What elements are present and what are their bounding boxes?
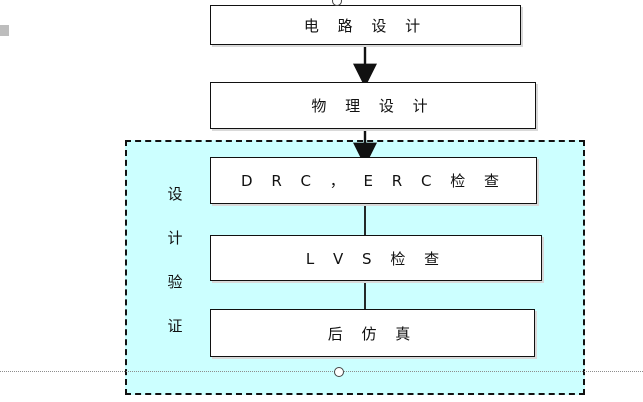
lvs-check-node: L V S 检 查 [210,235,542,281]
verification-label-char-4: 证 [167,317,183,335]
left-margin-marker [0,25,9,36]
page-guide-line [0,371,643,372]
verification-label-char-1: 设 [167,185,183,203]
verification-label-char-2: 计 [167,229,183,247]
drc-erc-check-node: D R C ， E R C 检 查 [210,157,537,204]
verification-label-char-3: 验 [167,273,183,291]
selection-handle-top[interactable] [332,0,342,6]
circuit-design-node: 电 路 设 计 [210,5,521,45]
selection-handle-bottom[interactable] [334,367,344,377]
design-verification-label: 设 计 验 证 [158,185,192,335]
post-simulation-node: 后 仿 真 [210,309,535,357]
physical-design-node: 物 理 设 计 [210,82,536,129]
